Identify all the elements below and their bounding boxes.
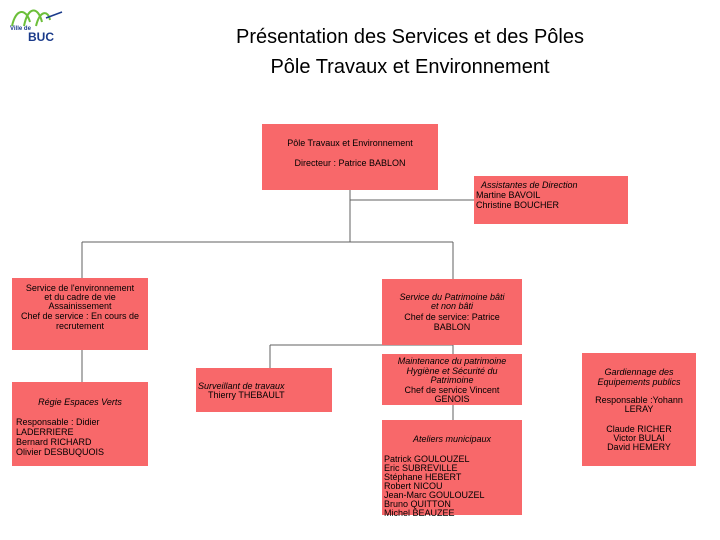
surveillant-name: Thierry THEBAULT xyxy=(208,390,285,400)
maintenance-box: Maintenance du patrimoine Hygiène et Séc… xyxy=(382,354,522,405)
ateliers-member: Stéphane HEBERT xyxy=(384,472,462,482)
gardiennage-resp: LERAY xyxy=(624,404,654,414)
page-title: Présentation des Services et des Pôles xyxy=(236,26,584,48)
regie-line: Olivier DESBUQUOIS xyxy=(16,447,105,457)
patrimoine-chief: BABLON xyxy=(433,322,471,332)
gardiennage-resp: Responsable :Yohann xyxy=(595,395,683,405)
gardiennage-box: Gardiennage des Equipements publics Resp… xyxy=(582,353,696,466)
environment-line: Assainissement xyxy=(48,301,112,311)
page-subtitle: Pôle Travaux et Environnement xyxy=(270,56,550,78)
regie-line: Bernard RICHARD xyxy=(16,437,92,447)
ateliers-member: Patrick GOULOUZEL xyxy=(384,454,470,464)
assistant-name: Christine BOUCHER xyxy=(476,200,560,210)
surveillant-box: Surveillant de travaux Thierry THEBAULT xyxy=(196,368,332,412)
pole-name: Pôle Travaux et Environnement xyxy=(287,138,413,148)
maintenance-title: Hygiène et Sécurité du xyxy=(406,366,498,376)
pole-director: Directeur : Patrice BABLON xyxy=(294,158,406,168)
patrimoine-box: Service du Patrimoine bâti et non bâti C… xyxy=(382,279,522,345)
gardiennage-member: David HEMERY xyxy=(607,442,671,452)
pole-box: Pôle Travaux et Environnement Directeur … xyxy=(262,124,438,190)
logo-small-text: Ville de xyxy=(10,26,31,32)
gardiennage-member: Claude RICHER xyxy=(606,424,672,434)
environment-line: et du cadre de vie xyxy=(44,292,116,302)
regie-line: Responsable : Didier xyxy=(16,417,100,427)
environment-box: Service de l'environnement et du cadre d… xyxy=(12,278,148,350)
ateliers-member: Robert NICOU xyxy=(384,481,443,491)
gardiennage-title: Equipements publics xyxy=(597,377,681,387)
assistants-box: Assistantes de Direction Martine BAVOIL … xyxy=(474,176,628,224)
regie-box: Régie Espaces Verts Responsable : Didier… xyxy=(12,382,148,466)
maintenance-title: Maintenance du patrimoine xyxy=(397,356,507,366)
regie-line: LADERRIERE xyxy=(16,427,74,437)
maintenance-chief: Chef de service Vincent xyxy=(404,385,500,395)
regie-title: Régie Espaces Verts xyxy=(38,397,122,407)
ateliers-box: Ateliers municipaux Patrick GOULOUZEL Er… xyxy=(382,420,522,518)
patrimoine-title: et non bâti xyxy=(430,301,474,311)
surveillant-title: Surveillant de travaux xyxy=(198,381,285,391)
maintenance-chief: GENOIS xyxy=(434,394,470,404)
logo-graphic xyxy=(11,9,63,27)
ateliers-title: Ateliers municipaux xyxy=(412,434,492,444)
assistant-name: Martine BAVOIL xyxy=(476,190,541,200)
ateliers-member: Bruno QUITTON xyxy=(384,499,451,509)
environment-line: Service de l'environnement xyxy=(25,283,135,293)
maintenance-title: Patrimoine xyxy=(430,375,474,385)
ateliers-member: Eric SUBREVILLE xyxy=(384,463,458,473)
patrimoine-title: Service du Patrimoine bâti xyxy=(399,292,505,302)
assistants-title: Assistantes de Direction xyxy=(481,180,578,190)
ateliers-member: Jean-Marc GOULOUZEL xyxy=(384,490,485,500)
ateliers-member: Michel BEAUZEE xyxy=(384,508,455,518)
environment-chief: Chef de service : En cours de xyxy=(20,311,140,321)
environment-chief: recrutement xyxy=(55,321,105,331)
patrimoine-chief: Chef de service: Patrice xyxy=(404,312,500,322)
logo: Ville de BUC xyxy=(6,4,68,46)
logo-name: BUC xyxy=(28,30,54,44)
gardiennage-title: Gardiennage des xyxy=(604,367,674,377)
gardiennage-member: Victor BULAI xyxy=(613,433,665,443)
